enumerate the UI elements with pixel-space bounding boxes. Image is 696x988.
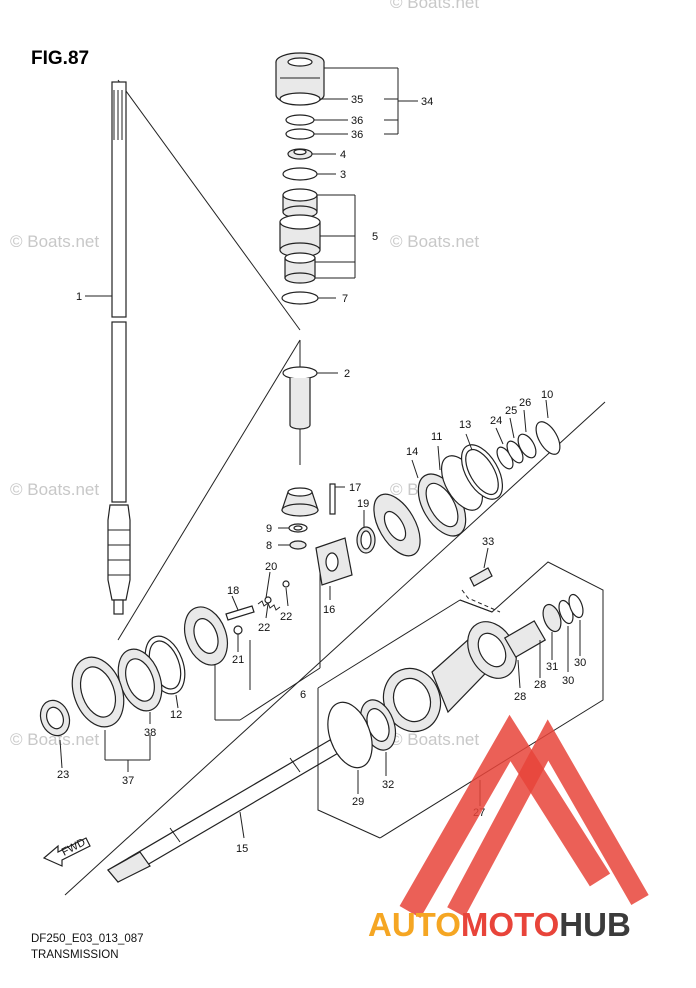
logo-moto: MOTO [461, 906, 559, 943]
logo-hub: HUB [559, 906, 631, 943]
callout-31: 31 [546, 661, 558, 673]
callout-1: 1 [76, 291, 82, 303]
propeller-shaft [107, 739, 341, 883]
callout-33: 33 [482, 536, 494, 548]
callout-8: 8 [266, 540, 272, 552]
automotohub-logo: AUTOMOTOHUB [368, 714, 649, 943]
callout-34: 34 [421, 96, 433, 108]
callout-14: 14 [406, 446, 418, 458]
callout-19: 19 [357, 498, 369, 510]
callout-6: 6 [300, 689, 306, 701]
callout-28b: 28 [534, 679, 546, 691]
watermark-2: © Boats.net [390, 232, 479, 251]
callout-26: 26 [519, 397, 531, 409]
callout-18: 18 [227, 585, 239, 597]
callout-10: 10 [541, 389, 553, 401]
clutch-assembly [225, 510, 376, 652]
forward-gear-set [39, 606, 229, 772]
callout-11: 11 [431, 431, 442, 443]
bearing-housing-group [317, 547, 604, 839]
drawing-code: DF250_E03_013_087 [31, 933, 144, 945]
svg-text:AUTOMOTOHUB: AUTOMOTOHUB [368, 906, 631, 943]
callout-32: 32 [382, 779, 394, 791]
callout-25: 25 [505, 405, 517, 417]
callout-9: 9 [266, 523, 272, 535]
watermark-7: © Boats.net [390, 0, 479, 12]
fwd-arrow-icon: FWD [42, 836, 91, 867]
drawing-title: TRANSMISSION [31, 949, 119, 961]
figure-label: FIG.87 [31, 48, 89, 69]
callout-21: 21 [232, 654, 244, 666]
upper-bearing-stack [275, 52, 418, 305]
callout-30a: 30 [562, 675, 574, 687]
callout-28a: 28 [514, 691, 526, 703]
callout-36a: 36 [351, 115, 363, 127]
callout-35: 35 [351, 94, 363, 106]
callout-4: 4 [340, 149, 346, 161]
watermark-3: © Boats.net [10, 480, 99, 499]
sleeve-part-2 [282, 366, 338, 430]
callout-labels: 1 2 3 4 5 6 7 8 9 10 11 12 13 14 15 16 1… [57, 94, 586, 855]
callout-7: 7 [342, 293, 348, 305]
callout-22b: 22 [280, 611, 292, 623]
callout-22a: 22 [258, 622, 270, 634]
watermark-6: © Boats.net [390, 730, 479, 749]
pinion-gear [278, 483, 345, 550]
fwd-label: FWD [60, 836, 88, 858]
callout-38: 38 [144, 727, 156, 739]
callout-13: 13 [459, 419, 471, 431]
callout-23: 23 [57, 769, 69, 781]
callout-30b: 30 [574, 657, 586, 669]
callout-36b: 36 [351, 129, 363, 141]
reverse-gear-set [373, 399, 561, 557]
callout-16: 16 [323, 604, 335, 616]
watermarks: © Boats.net © Boats.net © Boats.net © Bo… [10, 0, 479, 749]
logo-auto: AUTO [368, 906, 461, 943]
callout-29: 29 [352, 796, 364, 808]
drive-shaft [85, 81, 131, 615]
callout-24: 24 [490, 415, 502, 427]
callout-12: 12 [170, 709, 182, 721]
callout-2: 2 [344, 368, 350, 380]
callout-37: 37 [122, 775, 134, 787]
callout-5: 5 [372, 231, 378, 243]
watermark-5: © Boats.net [10, 730, 99, 749]
callout-20: 20 [265, 561, 277, 573]
watermark-1: © Boats.net [10, 232, 99, 251]
explode-lines [64, 79, 606, 896]
callout-17: 17 [349, 482, 361, 494]
callout-15: 15 [236, 843, 248, 855]
callout-3: 3 [340, 169, 346, 181]
